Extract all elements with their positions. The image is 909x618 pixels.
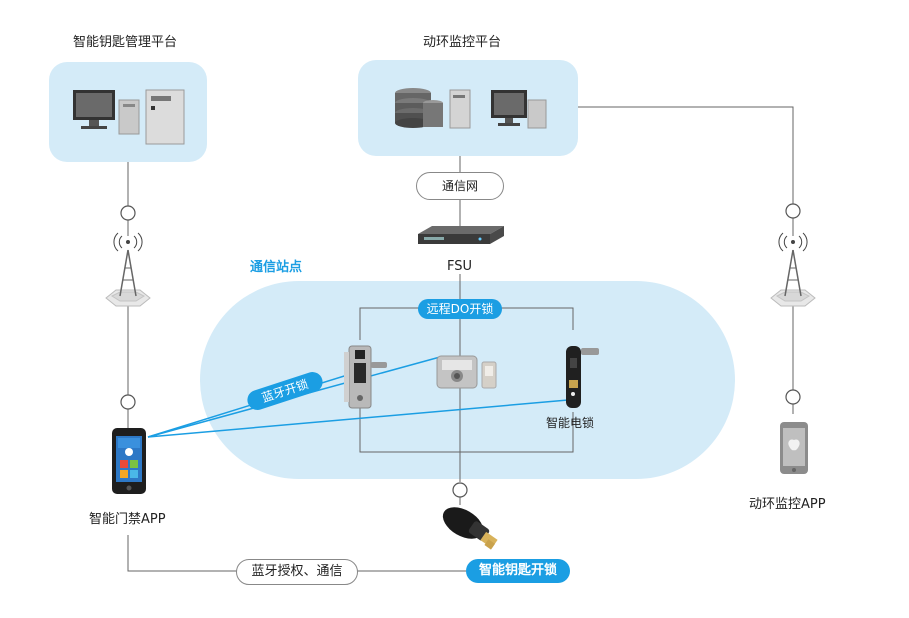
key-platform-computers-icon	[73, 89, 185, 145]
left-connector-bottom	[120, 394, 136, 410]
right-connector-top	[785, 203, 801, 219]
fsu-device-icon	[418, 226, 504, 244]
remote-unlock-label: 远程DO开锁	[418, 299, 502, 319]
door-bolt-lock-icon	[436, 355, 497, 389]
bt-auth-label: 蓝牙授权、通信	[236, 559, 358, 585]
env-platform-panel	[358, 60, 578, 156]
right-connector-bottom	[785, 389, 801, 405]
env-platform-servers-icon	[395, 88, 547, 129]
do-bottom	[359, 408, 574, 453]
site-title: 通信站点	[250, 260, 303, 275]
comm-network-label: 通信网	[416, 172, 504, 200]
bt-beam-3	[147, 399, 569, 438]
electric-lock-icon	[566, 346, 599, 408]
electric-lock-label: 智能电锁	[546, 416, 595, 430]
door-handle-lock-icon	[344, 345, 387, 409]
center-connector-key	[452, 482, 468, 498]
door-app-label: 智能门禁APP	[89, 512, 166, 527]
env-app-phone-icon	[780, 422, 808, 474]
env-platform-title: 动环监控平台	[423, 35, 502, 50]
left-tower-icon	[105, 232, 151, 307]
key-unlock-label: 智能钥匙开锁	[466, 559, 570, 583]
right-link-top	[578, 106, 794, 204]
left-connector-top	[120, 205, 136, 221]
env-app-label: 动环监控APP	[749, 497, 826, 512]
phone-app-icon	[112, 428, 146, 494]
fsu-label: FSU	[447, 259, 473, 274]
right-tower-icon	[770, 232, 816, 307]
smart-key-icon	[442, 507, 498, 550]
key-platform-title: 智能钥匙管理平台	[73, 35, 178, 50]
key-platform-panel	[49, 62, 207, 162]
